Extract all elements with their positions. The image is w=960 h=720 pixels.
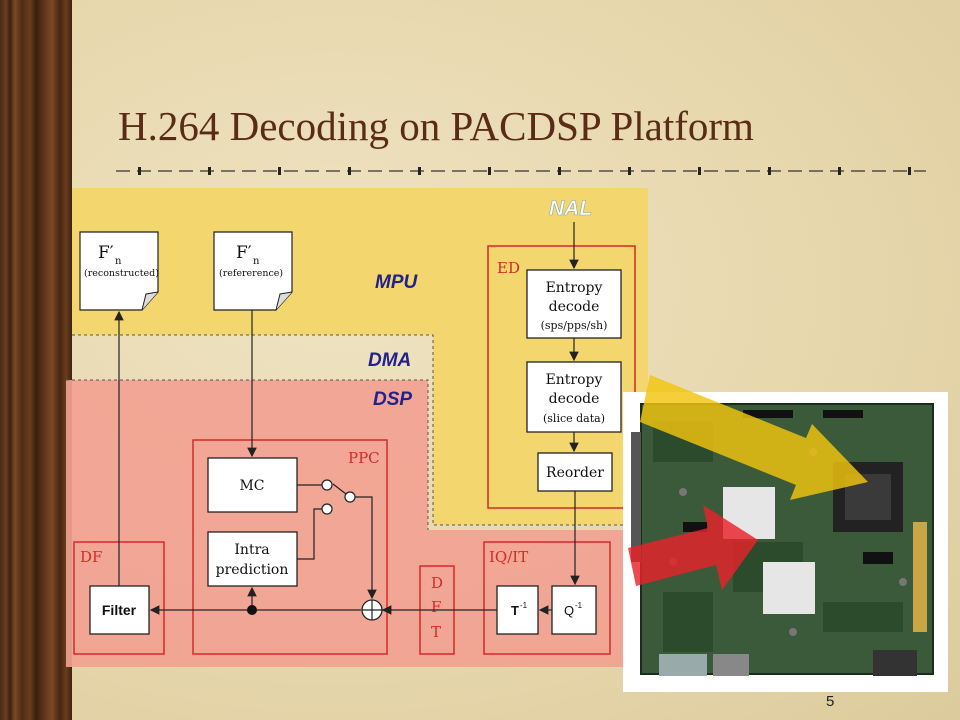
- frame-sub: n: [115, 256, 122, 267]
- dsp-label: DSP: [373, 389, 412, 410]
- svg-text:(slice data): (slice data): [543, 412, 605, 425]
- dft-letter-t: T: [431, 623, 441, 641]
- svg-text:Entropy: Entropy: [546, 280, 603, 296]
- ed-box: [487, 245, 636, 509]
- slide-title: H.264 Decoding on PACDSP Platform: [118, 103, 754, 149]
- page-curl-icon: [275, 291, 293, 311]
- entropy-decode-header-block: Entropy decode (sps/pps/sh): [526, 269, 622, 339]
- ed-label: ED: [497, 259, 520, 277]
- page-curl-icon: [141, 291, 159, 311]
- mpu-label: MPU: [375, 272, 419, 293]
- frame-name: F′: [98, 243, 114, 263]
- svg-text:MC: MC: [239, 478, 264, 494]
- svg-text:prediction: prediction: [216, 562, 289, 578]
- development-board-image: [623, 392, 948, 692]
- switch-contact-top: [321, 479, 333, 491]
- frame-name: F′: [236, 243, 252, 263]
- mc-block: MC: [207, 457, 298, 513]
- reference-frame: F′ n (refererence): [213, 231, 293, 311]
- svg-text:-1: -1: [575, 601, 583, 610]
- svg-text:Q: Q: [564, 603, 574, 618]
- title-divider: [116, 167, 926, 175]
- connectors: [114, 222, 580, 615]
- reorder-block: Reorder: [537, 452, 613, 492]
- dma-label: DMA: [368, 350, 411, 371]
- df-label: DF: [80, 548, 102, 566]
- intra-prediction-block: Intra prediction: [207, 531, 298, 587]
- frame-caption: (refererence): [219, 268, 283, 279]
- svg-text:Reorder: Reorder: [546, 465, 604, 481]
- svg-text:(sps/pps/sh): (sps/pps/sh): [541, 319, 608, 332]
- switch-contact-bottom: [321, 503, 333, 515]
- reconstructed-frame: F′ n (reconstructed): [79, 231, 159, 311]
- svg-text:Entropy: Entropy: [546, 372, 603, 388]
- nal-label: NAL: [549, 197, 592, 220]
- svg-text:decode: decode: [549, 299, 600, 315]
- dft-letter-f: F: [431, 598, 441, 616]
- dft-letter-d: D: [431, 574, 443, 592]
- svg-text:T: T: [511, 603, 519, 618]
- wood-panel: [0, 0, 72, 720]
- svg-text:-1: -1: [520, 601, 528, 610]
- adder-node: [361, 599, 383, 621]
- svg-text:Intra: Intra: [234, 542, 269, 558]
- entropy-decode-slice-block: Entropy decode (slice data): [526, 361, 622, 433]
- ppc-label: PPC: [348, 449, 380, 467]
- ppc-box: [192, 439, 388, 655]
- frame-caption: (reconstructed): [84, 268, 159, 279]
- iqit-label: IQ/IT: [489, 548, 528, 566]
- switch-pivot: [344, 491, 356, 503]
- slide-number: 5: [826, 693, 835, 710]
- dsp-boundary: [66, 379, 429, 530]
- svg-text:Filter: Filter: [102, 602, 137, 618]
- inverse-quantization-block: Q -1: [551, 585, 597, 635]
- iqit-box: [483, 541, 611, 655]
- svg-text:decode: decode: [549, 391, 600, 407]
- inverse-transform-block: T -1: [496, 585, 539, 635]
- filter-block: Filter: [89, 585, 150, 635]
- frame-sub: n: [253, 256, 260, 267]
- junction-dot: [247, 605, 257, 615]
